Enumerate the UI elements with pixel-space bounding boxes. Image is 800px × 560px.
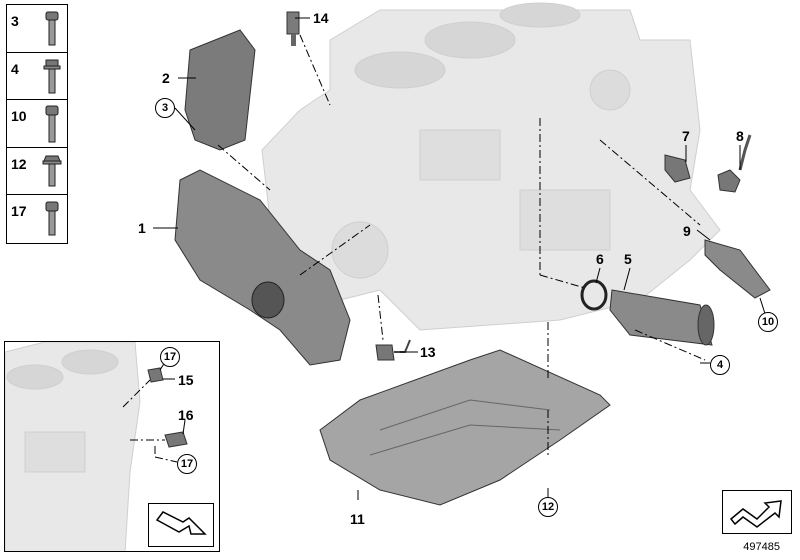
legend-row: 12 bbox=[7, 148, 67, 196]
callout-12-circled: 12 bbox=[538, 497, 558, 517]
sensor-part-15 bbox=[147, 367, 164, 383]
callout-17-circled: 17 bbox=[160, 347, 180, 367]
callout-10-circled: 10 bbox=[758, 312, 778, 332]
callout-7: 7 bbox=[682, 128, 690, 144]
sensor-part-13 bbox=[375, 344, 395, 361]
callout-14: 14 bbox=[313, 10, 329, 26]
engine-block bbox=[261, 2, 721, 331]
sensor-part-14 bbox=[286, 11, 300, 35]
legend-number: 12 bbox=[11, 155, 27, 172]
thermostat-part-9 bbox=[704, 239, 771, 299]
pipe-part-5 bbox=[609, 289, 713, 346]
bolt-icon bbox=[45, 105, 59, 143]
sensor-part-16 bbox=[164, 431, 188, 448]
sensor-part-8 bbox=[717, 169, 741, 193]
orientation-arrow-icon bbox=[155, 511, 207, 535]
callout-5: 5 bbox=[624, 251, 632, 267]
callout-1: 1 bbox=[138, 220, 146, 236]
bolt-icon bbox=[45, 11, 59, 46]
fastener-legend: 3 4 10 12 17 bbox=[6, 4, 68, 244]
callout-6: 6 bbox=[596, 251, 604, 267]
leader-lines bbox=[153, 17, 768, 500]
callout-9: 9 bbox=[683, 223, 691, 239]
legend-number: 3 bbox=[11, 13, 19, 29]
bracket-part-2 bbox=[184, 29, 256, 151]
callout-11: 11 bbox=[350, 511, 365, 527]
view-orientation-box bbox=[722, 490, 792, 534]
callout-2: 2 bbox=[162, 70, 170, 86]
legend-number: 4 bbox=[11, 60, 19, 77]
callout-17-circled: 17 bbox=[177, 454, 197, 474]
callout-3-circled: 3 bbox=[155, 98, 175, 118]
callout-8: 8 bbox=[736, 128, 744, 144]
timing-cover-part-1 bbox=[174, 169, 351, 366]
baffle-part-11 bbox=[319, 349, 611, 506]
bolt-icon bbox=[42, 155, 62, 187]
legend-number: 10 bbox=[11, 108, 27, 125]
view-orientation-box bbox=[148, 503, 214, 547]
callout-16: 16 bbox=[178, 407, 194, 423]
detail-inset: 17 15 16 17 bbox=[4, 341, 220, 552]
oring-part-6 bbox=[580, 279, 608, 311]
callout-4-circled: 4 bbox=[710, 355, 730, 375]
legend-row: 17 bbox=[7, 195, 67, 243]
bolt-icon bbox=[43, 59, 61, 94]
orientation-arrow-icon bbox=[729, 500, 782, 528]
callout-15: 15 bbox=[178, 372, 194, 388]
callout-13: 13 bbox=[420, 344, 436, 360]
legend-row: 3 bbox=[7, 5, 67, 53]
legend-number: 17 bbox=[11, 203, 27, 220]
legend-row: 10 bbox=[7, 100, 67, 148]
sensor-part-7 bbox=[664, 154, 691, 183]
inset-drawing bbox=[5, 342, 188, 551]
bolt-icon bbox=[45, 201, 59, 236]
alignment-lines bbox=[217, 34, 706, 455]
legend-row: 4 bbox=[7, 53, 67, 101]
document-id: 497485 bbox=[743, 541, 780, 553]
